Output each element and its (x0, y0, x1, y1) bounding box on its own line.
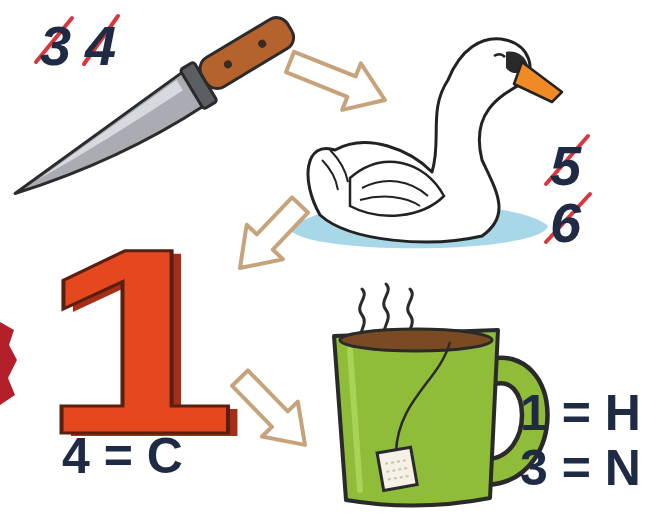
swan-drawing (290, 39, 562, 249)
tea-bag-string (396, 342, 450, 452)
crossed-number: 3 (40, 13, 71, 78)
wing-feathers (360, 181, 428, 206)
crossed-number: 4 (85, 13, 116, 78)
mug-shine (350, 350, 360, 490)
tea-bag-tag (377, 447, 417, 490)
paint-patch (0, 322, 17, 405)
letter-equation: 3 = N (520, 439, 641, 497)
letter-equation: 1 = H (520, 384, 641, 442)
crossed-number: 6 (550, 190, 581, 255)
tail-feathers (322, 150, 348, 190)
tea-mug-drawing (334, 284, 535, 506)
tea-surface (340, 329, 492, 351)
swan-eye (494, 54, 505, 57)
swan-beak (514, 62, 562, 102)
knife-handle (195, 13, 298, 94)
mug-panel: 1 = H3 = N (305, 300, 650, 510)
numeral-panel: 14 = C (30, 185, 240, 495)
handle-rivet (222, 59, 233, 70)
tag-card (377, 447, 417, 490)
hollow-arrow (286, 52, 385, 110)
tag-dots (385, 460, 409, 480)
swan-panel: 56 (300, 100, 610, 255)
hollow-arrow (232, 370, 305, 444)
knife-panel: 34 (10, 5, 290, 195)
mug-body (334, 330, 498, 506)
swan-wing (350, 162, 444, 216)
handle-rivet (257, 38, 268, 49)
blade-shine (31, 80, 184, 180)
crossed-number: 5 (550, 133, 581, 198)
knife-drawing (4, 10, 303, 215)
hollow-arrow (240, 197, 308, 268)
knife-blade (6, 70, 206, 212)
swan-body (308, 39, 530, 242)
letter-equation: 4 = C (62, 427, 183, 485)
